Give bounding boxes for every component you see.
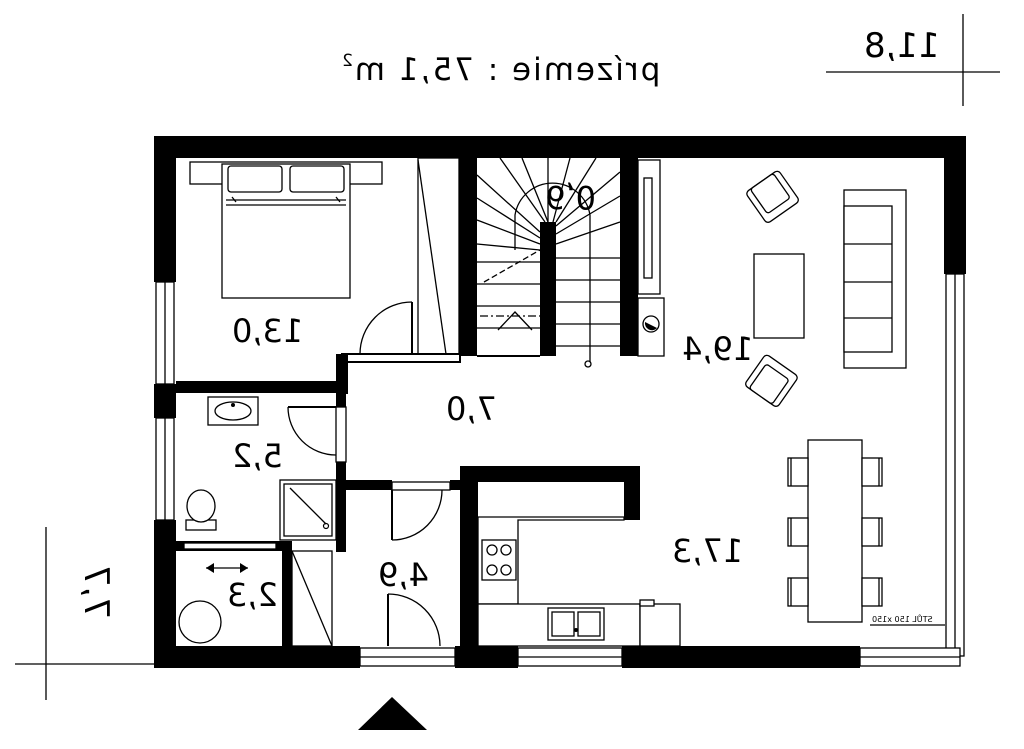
fireplace [637, 159, 665, 357]
entrance-arrow-icon [358, 697, 427, 730]
width-dimension-label: 11,8 [864, 26, 940, 66]
stair-arrow-icon [497, 311, 533, 331]
interior-walls [176, 158, 640, 656]
room-label-kitchen: 17,3 [672, 532, 743, 570]
toilet-icon [185, 489, 217, 531]
room-labels: 13,0 5,2 2,3 4,9 7,0 6,0 19,4 17,3 [227, 178, 753, 614]
stair-walkline [514, 182, 591, 362]
room-label-living: 19,4 [682, 330, 753, 368]
bed-icon [189, 161, 383, 299]
bathroom-threshold [183, 542, 277, 550]
exterior-walls [154, 136, 966, 668]
room-label-staircase: 6,0 [545, 178, 596, 216]
bedroom-door[interactable] [0, 0, 413, 355]
washing-machine-icon [178, 600, 222, 644]
sofa-icon [843, 189, 907, 369]
depth-dimension: 7,7 [15, 527, 155, 700]
floor-area-title-superscript: 2 [340, 51, 353, 71]
stair-treads-right [556, 257, 620, 347]
shower-icon [279, 479, 337, 541]
sink-icon [547, 607, 605, 641]
doors [0, 0, 460, 647]
room-label-laundry: 2,3 [227, 576, 278, 614]
armchair-icon-2 [745, 354, 798, 407]
table-note: STŮL 150 x150 [872, 613, 933, 624]
coffee-table [753, 253, 805, 339]
room-label-bedroom: 13,0 [232, 312, 303, 350]
storage-door[interactable] [391, 481, 451, 541]
cooktop-icon [481, 539, 517, 581]
closet-door[interactable] [291, 550, 333, 647]
dining-table [787, 439, 883, 623]
entrance-door[interactable] [387, 593, 441, 647]
staircase [476, 157, 621, 368]
bedroom-closet [417, 157, 460, 355]
windows [155, 273, 965, 667]
stair-treads-left [477, 261, 540, 329]
floor-area-title-text: prízemie : 75,1 m [353, 52, 661, 88]
room-label-hall: 7,0 [446, 390, 497, 428]
depth-dimension-label: 7,7 [76, 565, 116, 619]
room-label-bathroom: 5,2 [232, 437, 283, 475]
laundry-vent-arrow [206, 563, 248, 573]
width-dimension: 11,8 [826, 14, 1000, 106]
bathroom-door[interactable] [287, 406, 347, 463]
room-label-storage: 4,9 [378, 556, 429, 594]
floor-area-title: prízemie : 75,1 m2 [340, 51, 660, 88]
armchair-icon [746, 170, 799, 223]
svg-text:prízemie : 75,1 m2: prízemie : 75,1 m2 [340, 51, 660, 88]
washbasin-icon [207, 396, 259, 426]
